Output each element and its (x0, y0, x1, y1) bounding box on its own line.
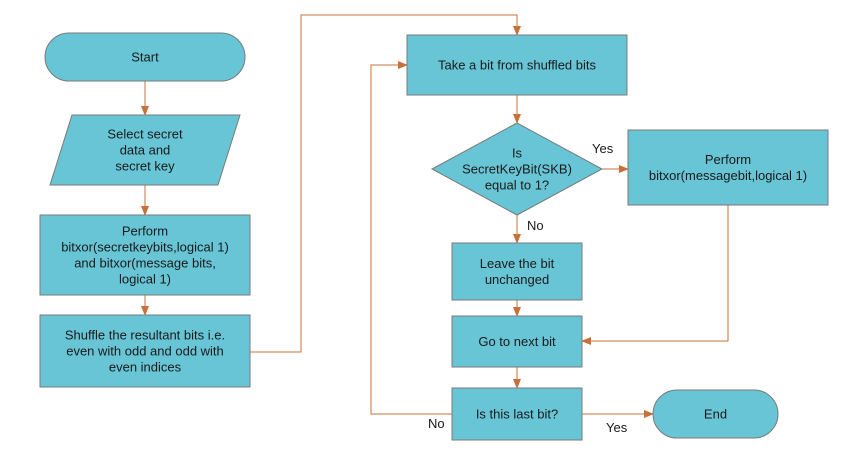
node-label-line: Shuffle the resultant bits i.e. (65, 328, 225, 343)
node-label-line: Select secret (107, 127, 183, 142)
node-label-line: Perform (705, 152, 751, 167)
edge-is-last-to-take-bit (370, 61, 452, 415)
node-label-line: Start (131, 50, 159, 65)
node-label-line: Leave the bit (480, 256, 555, 271)
node-shape (430, 122, 604, 216)
node-label-line: bitxor(secretkeybits,logical 1) (61, 240, 229, 255)
node-shape (451, 387, 583, 441)
node-label-line: Go to next bit (478, 334, 556, 349)
edge-label-yes: Yes (606, 420, 628, 435)
node-label-line: secret key (115, 159, 175, 174)
node-label-line: even with odd and odd with (66, 344, 224, 359)
edge-shuffle-to-take-bit (250, 14, 521, 353)
node-shape (49, 114, 241, 186)
node-shape (451, 315, 583, 368)
node-shape (39, 314, 251, 388)
node-start: Start (44, 32, 246, 82)
edge-label-yes: Yes (592, 141, 614, 156)
node-label-line: and bitxor(message bits, (74, 256, 216, 271)
node-label-line: End (704, 407, 727, 422)
node-label-line: Is this last bit? (476, 407, 558, 422)
node-label-line: unchanged (485, 272, 549, 287)
node-shape (451, 242, 583, 301)
node-label-line: equal to 1? (485, 178, 549, 193)
node-label-line: Is (512, 146, 523, 161)
node-next-bit: Go to next bit (451, 315, 583, 368)
node-label-line: data and (120, 143, 171, 158)
edge-label-no: No (527, 218, 544, 233)
node-end: End (652, 389, 779, 439)
edge-perform-msg-to-next-bit (581, 205, 729, 345)
node-label-line: Perform (122, 224, 168, 239)
edge-label-no: No (428, 416, 445, 431)
node-label-line: bitxor(messagebit,logical 1) (649, 168, 807, 183)
node-shape (406, 34, 628, 96)
node-shape (44, 32, 246, 82)
node-label-line: logical 1) (119, 272, 171, 287)
node-label-line: Take a bit from shuffled bits (438, 58, 597, 73)
node-take-bit: Take a bit from shuffled bits (406, 34, 628, 96)
node-shape (627, 129, 829, 206)
node-label-line: even indices (109, 360, 182, 375)
connectors (141, 14, 729, 418)
node-label-line: SecretKeyBit(SKB) (462, 162, 572, 177)
node-shuffle: Shuffle the resultant bits i.e.even with… (39, 314, 251, 388)
node-is-last: Is this last bit? (451, 387, 583, 441)
node-shape (39, 214, 251, 296)
node-shape (652, 389, 779, 439)
